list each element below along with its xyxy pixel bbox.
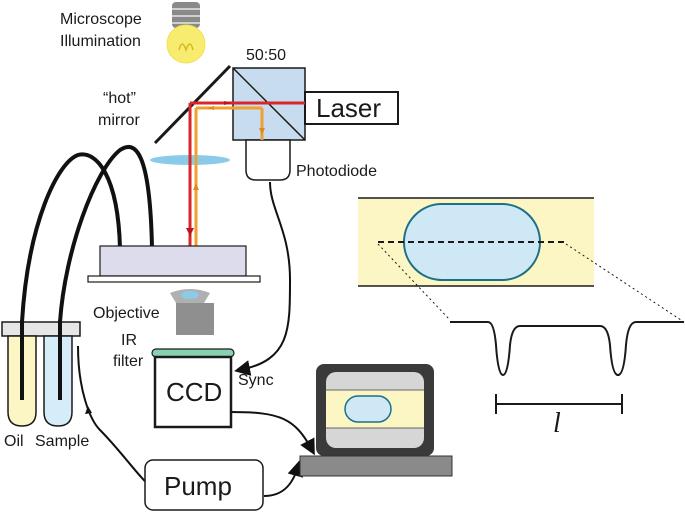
ccd-label: CCD bbox=[166, 377, 222, 407]
vial-holder bbox=[1, 321, 81, 337]
hot-mirror-label-line2: mirror bbox=[98, 112, 140, 129]
pump-box bbox=[144, 459, 264, 511]
tubing bbox=[20, 144, 154, 323]
oil-label: Oil bbox=[4, 433, 24, 450]
computer-monitor-icon bbox=[299, 364, 453, 477]
light-bulb-icon bbox=[166, 2, 206, 64]
sync-label: Sync bbox=[238, 372, 274, 389]
ccd-camera bbox=[153, 355, 233, 429]
channel-zoom bbox=[358, 197, 594, 287]
ir-filter-label-line1: IR bbox=[121, 332, 137, 349]
hot-mirror-label-line1: “hot” bbox=[103, 90, 136, 107]
beamsplitter-label: 50:50 bbox=[246, 47, 286, 64]
illumination-label-line1: Microscope bbox=[60, 11, 142, 28]
illumination-label-line2: Illumination bbox=[60, 33, 141, 50]
length-marker bbox=[495, 394, 623, 414]
pump-label: Pump bbox=[164, 471, 232, 501]
objective-lens bbox=[170, 289, 214, 335]
objective-label: Objective bbox=[93, 305, 160, 322]
signal-trace bbox=[450, 321, 684, 377]
photodiode bbox=[245, 139, 291, 181]
signal-wires bbox=[77, 181, 315, 497]
ir-filter-label-line2: filter bbox=[113, 353, 144, 370]
sample-label: Sample bbox=[35, 433, 89, 450]
laser-label: Laser bbox=[316, 93, 381, 123]
photodiode-label: Photodiode bbox=[296, 163, 377, 180]
length-label: l bbox=[553, 408, 561, 439]
laser-box bbox=[304, 91, 399, 125]
optical-beams bbox=[186, 101, 305, 272]
microscope-stage bbox=[87, 275, 261, 283]
projection-lines bbox=[377, 243, 685, 323]
microfluidic-chip bbox=[99, 245, 247, 277]
